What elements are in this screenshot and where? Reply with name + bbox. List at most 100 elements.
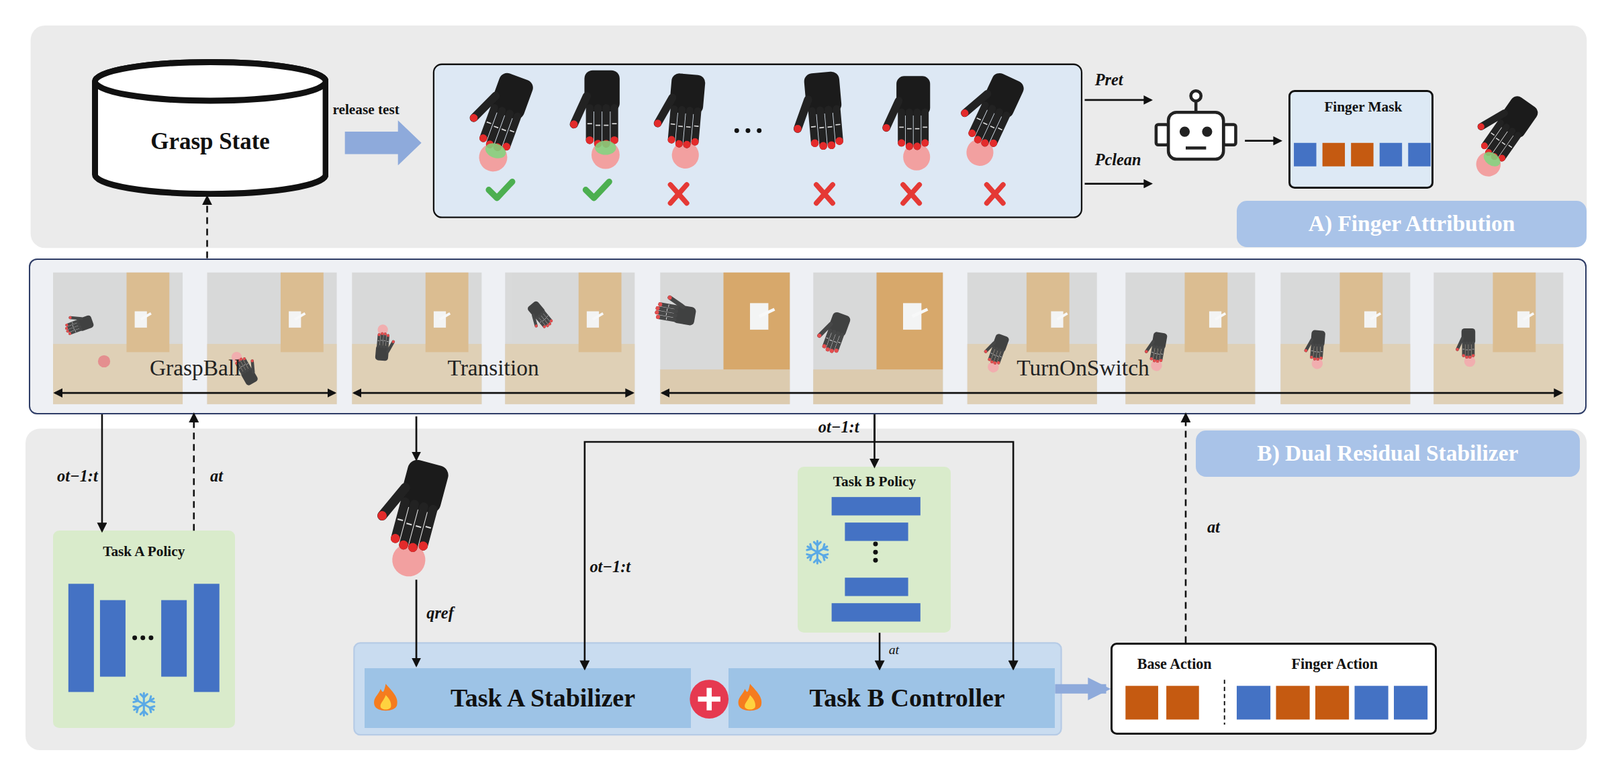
module-box: Task B Controller <box>728 668 1055 728</box>
fingertip <box>810 138 819 148</box>
joint-mark <box>1462 349 1465 350</box>
fingertip <box>383 332 387 336</box>
panel-background <box>25 428 1587 750</box>
joint-mark <box>380 339 383 341</box>
wall-board <box>1492 272 1536 353</box>
fingertip <box>682 140 691 149</box>
policy-box: Task B Policy <box>797 466 951 634</box>
thumb <box>794 99 811 129</box>
fingertip <box>690 137 699 146</box>
cross-mark-part <box>986 184 1004 203</box>
frame-background <box>1280 272 1410 405</box>
joint-mark <box>509 130 515 132</box>
wall-board <box>126 272 170 353</box>
finger <box>1314 345 1316 360</box>
section-banner: B) Dual Residual Stabilizer <box>1195 430 1580 477</box>
joint-mark <box>990 126 995 129</box>
joint-mark <box>833 341 836 342</box>
finger <box>1471 343 1475 356</box>
frame-background <box>504 272 635 405</box>
sim-frame <box>1125 272 1255 405</box>
cylinder-body <box>94 62 326 195</box>
thumb <box>70 314 82 323</box>
finger <box>1501 134 1519 158</box>
sim-frame <box>504 272 635 405</box>
joint-mark <box>1154 353 1157 354</box>
fingertip <box>1144 349 1149 354</box>
fingertip <box>67 331 72 336</box>
section-banner: A) Finger Attribution <box>1236 200 1587 247</box>
robot-hand <box>1302 328 1326 370</box>
switch-lever <box>759 308 775 317</box>
fingertip <box>990 359 995 364</box>
phase-label: Transition <box>391 355 596 381</box>
fingertip <box>398 539 410 551</box>
fingertip <box>1304 349 1308 353</box>
fingertip <box>993 361 998 366</box>
ball <box>962 134 998 170</box>
annotation-label: Pclean <box>1095 151 1142 170</box>
joint-mark <box>915 128 920 130</box>
panel-background <box>30 25 1588 248</box>
fingertip <box>674 139 683 148</box>
joint-mark <box>976 118 981 121</box>
joint-mark <box>501 128 507 131</box>
fingertip <box>655 305 661 311</box>
joint-mark <box>694 125 699 127</box>
thumb <box>574 96 587 125</box>
joint-mark <box>993 354 996 356</box>
wall-board <box>425 272 469 353</box>
finger <box>69 329 81 334</box>
sim-frame <box>653 272 791 405</box>
robot-icon-part <box>1181 128 1189 136</box>
edge-label: at <box>888 642 900 658</box>
signal-arrow <box>873 414 876 467</box>
finger <box>897 112 906 144</box>
switch-lever <box>1215 313 1226 320</box>
joint-mark <box>996 355 999 357</box>
thumb <box>1305 339 1312 352</box>
fingertip <box>1158 358 1163 362</box>
fingertip <box>380 332 385 336</box>
joint-mark <box>595 124 601 127</box>
robot-hand <box>882 75 931 170</box>
fingertip <box>1309 355 1314 360</box>
finger <box>836 335 843 352</box>
finger <box>656 312 675 316</box>
fingertip <box>1471 353 1476 358</box>
robot-hand <box>374 324 397 362</box>
joint-mark <box>1495 138 1500 141</box>
joint-mark <box>486 122 492 124</box>
ball <box>388 539 430 581</box>
joint-mark <box>587 122 593 125</box>
finger <box>386 335 389 348</box>
switch-plate <box>1517 311 1530 328</box>
policy-box: Task A Policy <box>53 530 235 728</box>
joint-mark <box>544 318 546 320</box>
robot-icon-part <box>1194 100 1198 113</box>
sim-frame <box>1433 272 1564 405</box>
fingertip <box>817 333 823 339</box>
robot-hand <box>363 453 450 581</box>
cross-mark <box>903 184 920 203</box>
fingertip <box>833 347 840 354</box>
frame-background <box>813 272 943 405</box>
joint-mark <box>1317 351 1320 353</box>
finger <box>1465 343 1468 358</box>
fingertip <box>983 349 988 354</box>
joint-mark <box>811 126 816 128</box>
robot-hand <box>943 64 1026 170</box>
module-title: Task B Controller <box>809 683 1005 714</box>
fingertip <box>667 135 676 144</box>
sim-frame <box>53 272 183 405</box>
finger <box>1151 346 1154 360</box>
fingertip <box>825 346 831 352</box>
box-title: Task A Policy <box>53 543 235 560</box>
robot-icon <box>1156 90 1237 160</box>
fingertip <box>389 533 401 545</box>
finger <box>1157 347 1161 362</box>
episode-strip: GraspBallTransitionTurnOnSwitch <box>28 258 1588 415</box>
switch-lever <box>294 313 305 320</box>
finger <box>998 350 1003 363</box>
thumb <box>388 341 394 352</box>
